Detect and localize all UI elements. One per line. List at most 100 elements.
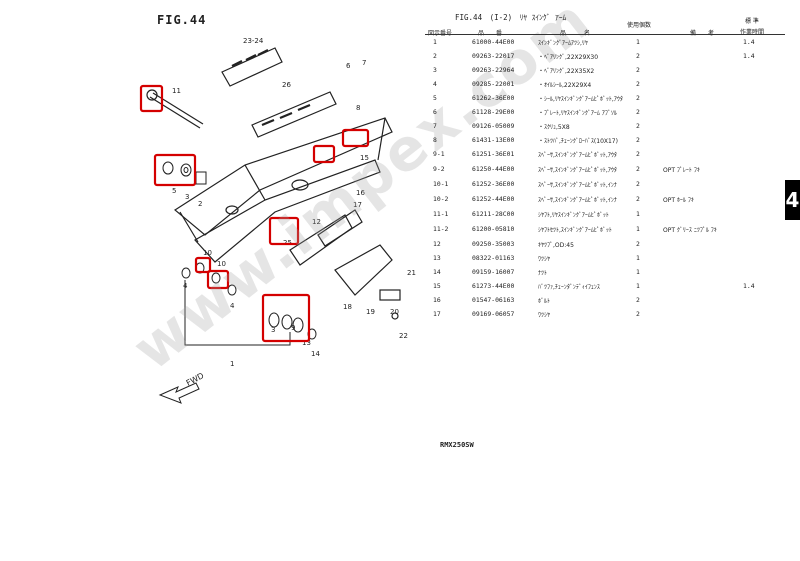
cell-part: 61273-44E00 xyxy=(472,282,515,290)
callout-11: 11 xyxy=(172,87,181,95)
header-desc: 品 名 xyxy=(560,28,590,37)
callout-12: 12 xyxy=(312,218,321,226)
cell-no: 11-1 xyxy=(433,210,449,218)
cell-desc: ｽｲﾝｷﾞﾝｸﾞｱｰﾑｱﾂｼ,ﾘﾔ xyxy=(538,40,588,47)
callout-23-24: 23-24 xyxy=(243,37,264,45)
cell-no: 2 xyxy=(433,52,437,60)
cell-qty: 2 xyxy=(636,165,640,173)
cell-part: 61252-44E00 xyxy=(472,195,515,203)
cell-desc: ・ｵｲﾙｼｰﾙ,22X29X4 xyxy=(538,82,592,89)
cell-part: 61251-36E01 xyxy=(472,150,515,158)
callout-17: 17 xyxy=(353,201,362,209)
cell-part: 61200-05810 xyxy=(472,225,515,233)
cell-qty: 2 xyxy=(636,240,640,248)
cell-no: 14 xyxy=(433,268,441,276)
cell-qty: 2 xyxy=(636,52,640,60)
header-no: 図示番号 xyxy=(428,28,452,37)
fwd-arrow: FWD xyxy=(158,371,206,404)
cell-desc: ｷﾔﾂﾌﾟ,OD:45 xyxy=(538,242,574,249)
callout-13: 13 xyxy=(302,339,311,347)
cell-part: 61211-28C00 xyxy=(472,210,515,218)
cell-qty: 1 xyxy=(636,282,640,290)
chain-buffer xyxy=(289,209,401,320)
cell-desc: ・ｽｸﾘｭ,5X8 xyxy=(538,124,570,131)
cell-qty: 1 xyxy=(636,38,640,46)
cell-part: 09250-35003 xyxy=(472,240,515,248)
cell-no: 1 xyxy=(433,38,437,46)
callout-1: 1 xyxy=(230,360,234,368)
cell-std: 1.4 xyxy=(743,38,755,46)
cell-qty: 2 xyxy=(636,180,640,188)
decal-23-24 xyxy=(221,47,283,87)
cell-part: 09126-05009 xyxy=(472,122,515,130)
table-row: 12 09250-35003 ｷﾔﾂﾌﾟ,OD:45 2 xyxy=(425,240,785,251)
cell-part: 61250-44E00 xyxy=(472,165,515,173)
header-part: 品 番 xyxy=(478,28,502,37)
cell-part: 09263-22964 xyxy=(472,66,515,74)
cell-desc: ｼﾔﾌﾄｾﾂﾄ,ｽｲﾝｷﾞﾝｸﾞｱｰﾑﾋﾟﾎﾞｯﾄ xyxy=(538,227,612,234)
cell-no: 17 xyxy=(433,310,441,318)
cell-qty: 2 xyxy=(636,195,640,203)
cell-part: 09159-16007 xyxy=(472,268,515,276)
highlight-boxes xyxy=(139,84,370,343)
cell-no: 15 xyxy=(433,282,441,290)
cell-desc: ｽﾍﾟｰｻ,ｽｲﾝｷﾞﾝｸﾞｱｰﾑﾋﾟﾎﾞｯﾄ,ｱｳﾀ xyxy=(538,167,617,174)
cell-qty: 2 xyxy=(636,310,640,318)
table-row: 9-1 61251-36E01 ｽﾍﾟｰｻ,ｽｲﾝｷﾞﾝｸﾞｱｰﾑﾋﾟﾎﾞｯﾄ,ｱｳ… xyxy=(425,150,785,161)
cell-qty: 2 xyxy=(636,150,640,158)
cell-qty: 2 xyxy=(636,94,640,102)
cell-desc: ｼﾔﾌﾄ,ﾘﾔｽｲﾝｷﾞﾝｸﾞｱｰﾑﾋﾟﾎﾞｯﾄ xyxy=(538,212,609,219)
cell-part: 01547-06163 xyxy=(472,296,515,304)
cell-part: 61262-36E00 xyxy=(472,94,515,102)
callout-5: 5 xyxy=(172,187,176,195)
callout-4a: 4 xyxy=(183,282,188,290)
table-row: 17 09169-06057 ﾜﾂｼﾔ 2 xyxy=(425,310,785,321)
callout-20: 20 xyxy=(390,308,399,316)
left-bearing-set xyxy=(162,161,207,185)
cell-qty: 2 xyxy=(636,122,640,130)
cell-part: 08322-01163 xyxy=(472,254,515,262)
cell-part: 09169-06057 xyxy=(472,310,515,318)
cell-std: 1.4 xyxy=(743,282,755,290)
cell-qty: 1 xyxy=(636,268,640,276)
cell-desc: ｽﾍﾟｰｻ,ｽｲﾝｷﾞﾝｸﾞｱｰﾑﾋﾟﾎﾞｯﾄ,ｲﾝﾅ xyxy=(538,182,617,189)
cell-desc: ・ﾍﾞｱﾘﾝｸﾞ,22X29X30 xyxy=(538,54,599,61)
header-std: 標 準 xyxy=(745,18,759,25)
callout-9: 9 xyxy=(291,324,295,332)
cell-desc: ﾜﾂｼﾔ xyxy=(538,256,551,263)
cell-no: 6 xyxy=(433,108,437,116)
svg-text:FWD: FWD xyxy=(185,371,206,388)
cell-no: 9-1 xyxy=(433,150,445,158)
cell-part: 09285-22001 xyxy=(472,80,515,88)
cell-no: 10-1 xyxy=(433,180,449,188)
callout-22: 22 xyxy=(399,332,408,340)
cell-no: 8 xyxy=(433,136,437,144)
callout-19: 19 xyxy=(366,308,375,316)
decal-26 xyxy=(251,91,337,138)
cell-part: 61252-36E00 xyxy=(472,180,515,188)
model-code: RMX250SW xyxy=(440,441,474,449)
callout-6: 6 xyxy=(346,62,351,70)
callout-15: 15 xyxy=(360,154,369,162)
cell-qty: 2 xyxy=(636,66,640,74)
cell-no: 7 xyxy=(433,122,437,130)
cell-no: 12 xyxy=(433,240,441,248)
cell-qty: 2 xyxy=(636,296,640,304)
cell-desc: ｽﾍﾟｰｻ,ｽｲﾝｷﾞﾝｸﾞｱｰﾑﾋﾟﾎﾞｯﾄ,ｱｳﾀ xyxy=(538,152,617,159)
cell-desc: ﾜﾂｼﾔ xyxy=(538,312,551,319)
callout-16: 16 xyxy=(356,189,365,197)
callout-8: 8 xyxy=(356,104,360,112)
cell-desc: ・ｼｰﾙ,ﾘﾔｽｲﾝｷﾞﾝｸﾞｱｰﾑﾋﾟﾎﾞｯﾄ,ｱｳﾀ xyxy=(538,96,623,103)
header-qty: 使用個数 xyxy=(627,22,652,29)
